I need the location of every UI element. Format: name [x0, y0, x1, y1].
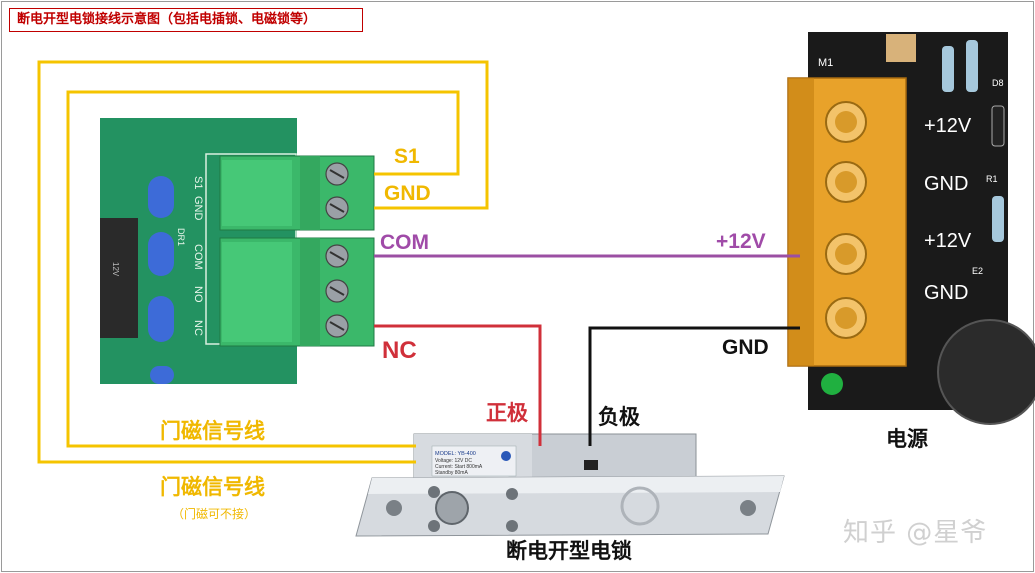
watermark: 知乎 @星爷 — [843, 518, 988, 548]
relay-marking: 12V — [111, 262, 120, 277]
silk-no: NO — [192, 286, 204, 303]
psu-board-label-1: +12V — [924, 115, 972, 137]
label-s1: S1 — [394, 145, 420, 168]
label-nc: NC — [382, 337, 417, 364]
label-door-sensor-1: 门磁信号线 — [160, 419, 265, 443]
blue-component-4 — [150, 366, 174, 384]
psu-led — [821, 373, 843, 395]
blue-component-1 — [148, 176, 174, 218]
lock-label-plate — [431, 445, 517, 477]
lock-brand-emboss — [620, 486, 660, 526]
label-lock-name: 断电开型电锁 — [506, 539, 632, 563]
psu-capacitor — [937, 319, 1035, 425]
lock-screw-hole-4 — [506, 488, 518, 500]
screw-s1 — [325, 162, 349, 186]
psu-board-label-2: GND — [924, 173, 968, 195]
label-power-supply: 电源 — [886, 427, 928, 451]
electric-lock: MODEL: YB-400 Voltage: 12V DC Current: S… — [355, 433, 785, 537]
controller-board: 12V S1 GND DR1 COM NO NC — [100, 118, 375, 384]
psu-resistor-2 — [966, 40, 978, 92]
terminal-block-top-face — [222, 160, 292, 226]
label-gnd: GND — [384, 182, 431, 205]
silk-nc: NC — [192, 320, 204, 336]
silk-relay: DR1 — [176, 228, 186, 246]
screw-no — [325, 279, 349, 303]
label-lock-negative: 负极 — [598, 405, 641, 429]
relay-body — [100, 218, 138, 338]
terminal-block-top-ridge — [300, 156, 320, 230]
psu-screw-1 — [825, 101, 867, 143]
label-door-sensor-2: 门磁信号线 — [160, 475, 265, 499]
psu-part-e2: E2 — [972, 266, 983, 276]
screw-gnd — [325, 196, 349, 220]
psu-screw-4 — [825, 297, 867, 339]
psu-board-label-4: GND — [924, 282, 968, 304]
label-door-sensor-note: （门磁可不接） — [172, 506, 256, 521]
wire-gnd — [37, 60, 489, 464]
blue-component-3 — [148, 296, 174, 342]
lock-plate-line-1: MODEL: YB-400 — [435, 451, 476, 457]
lock-plate-line-2: Voltage: 12V DC — [435, 458, 472, 464]
psu-screw-2 — [825, 161, 867, 203]
diagram-title: 断电开型电锁接线示意图（包括电插锁、电磁锁等） — [9, 8, 363, 32]
label-com: COM — [380, 231, 429, 254]
silk-gnd: GND — [192, 196, 204, 221]
lock-screw-hole-3 — [428, 520, 440, 532]
blue-component-2 — [148, 232, 174, 276]
terminal-block-bottom-face — [222, 242, 292, 342]
lock-screw-hole-1 — [386, 500, 402, 516]
psu-part-r1: R1 — [986, 174, 998, 184]
terminal-block-bottom-ridge — [300, 238, 320, 346]
silk-s1: S1 — [192, 176, 204, 189]
psu-diode — [991, 105, 1005, 147]
lock-faceplate-shine — [368, 476, 784, 494]
lock-bolt-hole — [435, 491, 469, 525]
screw-nc — [325, 314, 349, 338]
lock-switch — [584, 460, 598, 470]
silk-com: COM — [192, 244, 204, 270]
lock-logo — [501, 451, 511, 461]
psu-terminal-shade — [788, 78, 814, 366]
psu-resistor-3 — [992, 196, 1004, 242]
lock-screw-hole-2 — [428, 486, 440, 498]
label-lock-positive: 正极 — [486, 401, 529, 425]
wire-nc — [374, 324, 542, 446]
psu-part-d8: D8 — [992, 78, 1004, 88]
psu-pot — [886, 34, 916, 62]
psu-screw-3 — [825, 233, 867, 275]
screw-com — [325, 244, 349, 268]
lock-plate-line-3: Current: Start 800mA — [435, 464, 483, 470]
lock-plate-line-4: Standby 80mA — [435, 470, 468, 476]
lock-screw-hole-6 — [740, 500, 756, 516]
label-psu-plus12v: +12V — [716, 230, 766, 253]
label-psu-gnd: GND — [722, 336, 769, 359]
wire-power-gnd — [588, 326, 800, 446]
power-supply: M1 D8 R1 E2 +12V GND +12V GND — [787, 32, 1035, 425]
psu-part-m1: M1 — [818, 57, 833, 69]
lock-screw-hole-5 — [506, 520, 518, 532]
psu-board-label-3: +12V — [924, 230, 972, 252]
wire-s1 — [66, 90, 460, 448]
psu-resistor-1 — [942, 46, 954, 92]
